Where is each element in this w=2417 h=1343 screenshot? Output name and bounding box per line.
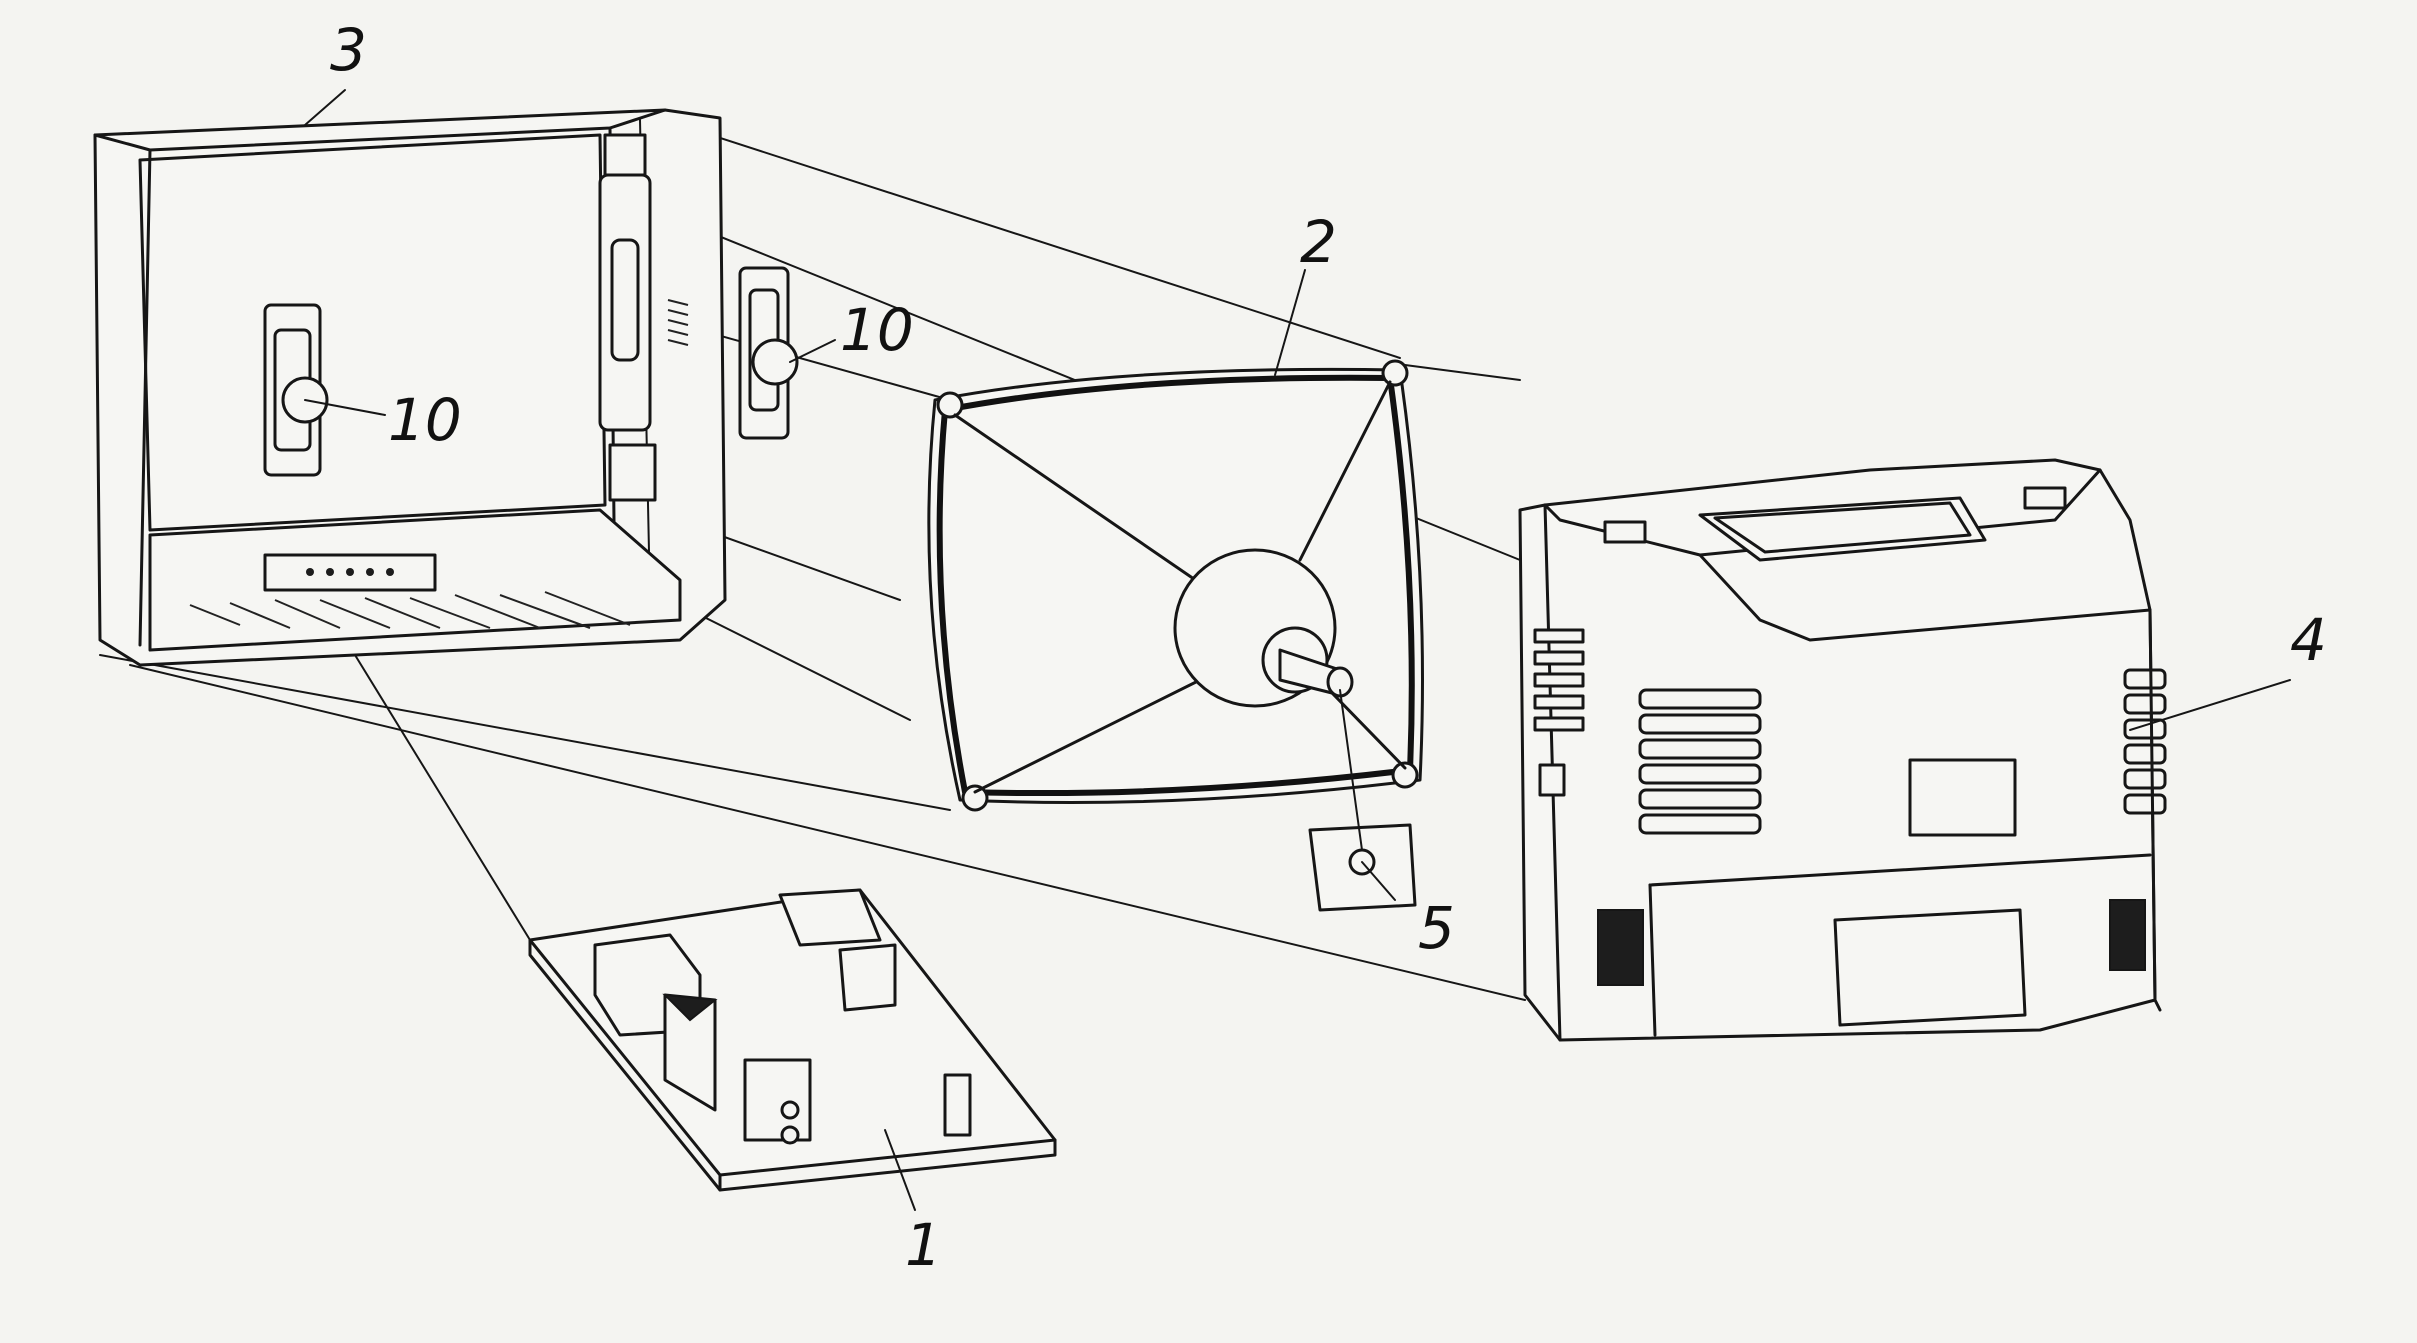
rear-cover-side-ribs — [1533, 628, 1585, 732]
main-pcb — [528, 888, 1057, 1211]
tube-socket-board — [1308, 689, 1417, 912]
side-speaker-bracket — [738, 266, 799, 440]
label-front-cabinet: 3 — [330, 16, 367, 84]
cabinet-bottom-hatching — [189, 591, 631, 629]
rear-cover — [1518, 458, 2167, 1042]
label-tube-socket: 5 — [1418, 894, 1455, 962]
label-speaker-right: 10 — [840, 296, 914, 364]
cabinet-side-vents — [667, 299, 689, 346]
label-rear-cover: 4 — [2290, 606, 2327, 674]
chassis-connector-holes — [306, 568, 394, 576]
rear-cover-vent-slots — [1638, 668, 2167, 835]
reference-labels: 3 2 4 5 1 10 10 — [330, 16, 2327, 1279]
label-pcb: 1 — [905, 1211, 942, 1279]
picture-tube — [927, 359, 1424, 812]
front-cabinet — [93, 108, 799, 667]
label-picture-tube: 2 — [1300, 208, 1337, 276]
leader-lines — [304, 89, 2291, 901]
speaker-left — [263, 303, 329, 477]
label-speaker-left: 10 — [388, 386, 462, 454]
